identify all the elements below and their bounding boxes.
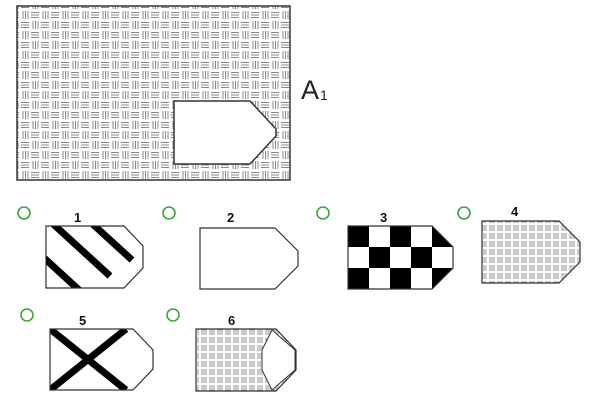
option-5-number: 5: [79, 313, 86, 328]
option-3-checker: [348, 226, 453, 289]
option-2-number: 2: [227, 210, 234, 225]
option-2-radio[interactable]: [162, 206, 176, 220]
option-1-stripes: [46, 226, 143, 288]
option-1[interactable]: 1: [17, 164, 176, 300]
option-1-number: 1: [74, 210, 81, 225]
option-4[interactable]: 4: [457, 204, 581, 284]
question-figure: [16, 5, 291, 181]
option-2[interactable]: 2: [162, 206, 299, 290]
option-1-outline: [45, 225, 144, 289]
option-6-number: 6: [228, 313, 235, 328]
option-4-shape: [481, 220, 581, 284]
option-5[interactable]: 5: [20, 308, 154, 391]
missing-piece-cutout: [173, 100, 277, 165]
option-3-outline: [347, 225, 454, 290]
option-4-number: 4: [511, 204, 519, 219]
option-2-shape: [199, 227, 299, 290]
option-6[interactable]: 6: [166, 308, 297, 392]
option-3-number: 3: [380, 210, 387, 225]
question-label: A: [301, 75, 319, 105]
option-4-radio[interactable]: [457, 206, 471, 220]
option-3[interactable]: 3: [316, 206, 454, 290]
option-5-radio[interactable]: [20, 308, 34, 322]
option-3-radio[interactable]: [316, 206, 330, 220]
option-5-outline: [49, 328, 154, 391]
option-6-radio[interactable]: [166, 308, 180, 322]
question-label-subscript: 1: [320, 87, 328, 103]
option-1-radio[interactable]: [17, 206, 31, 220]
option-5-cross: [50, 329, 153, 390]
option-6-notch: [261, 329, 296, 391]
